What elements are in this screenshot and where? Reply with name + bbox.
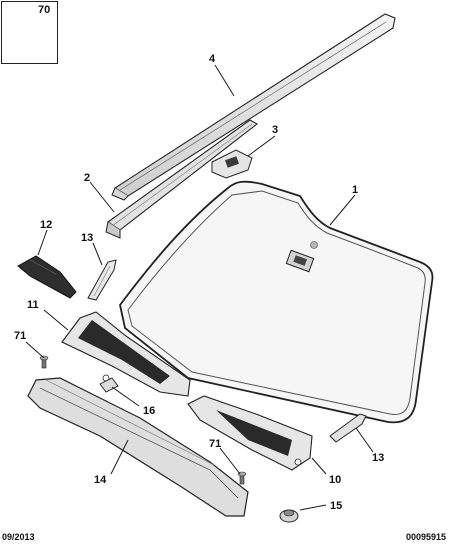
callout-3: 3 xyxy=(272,124,279,136)
callout-12: 12 xyxy=(40,219,53,231)
cross-member-part-14 xyxy=(27,377,249,517)
callout-13-right: 13 xyxy=(372,452,385,464)
callout-70: 70 xyxy=(38,4,51,16)
clip-part-13-right xyxy=(329,413,367,443)
grommet-part-15 xyxy=(279,509,299,523)
callout-1: 1 xyxy=(352,184,359,196)
bracket-part-3 xyxy=(211,149,253,179)
seal-part-13-left xyxy=(87,259,117,301)
callout-15: 15 xyxy=(330,500,343,512)
callout-16: 16 xyxy=(143,405,156,417)
callout-71-right: 71 xyxy=(209,438,222,450)
side-panel-part-12 xyxy=(17,255,77,299)
callout-13-left: 13 xyxy=(81,232,94,244)
lower-rail-part-2 xyxy=(105,119,258,239)
callout-4: 4 xyxy=(209,53,216,65)
callout-10: 10 xyxy=(329,474,342,486)
inset-frame xyxy=(1,1,58,64)
scuttle-panel-left-part-11 xyxy=(61,311,191,397)
upper-rail-part-4 xyxy=(111,13,396,201)
callout-11: 11 xyxy=(27,299,39,311)
screw-part-71-right xyxy=(237,471,247,485)
scuttle-panel-right-part-10 xyxy=(187,395,313,471)
windscreen-part-1 xyxy=(119,180,434,424)
callout-2: 2 xyxy=(84,172,91,184)
footer-date: 09/2013 xyxy=(2,532,35,542)
leader-lines xyxy=(25,64,374,511)
clip-part-16 xyxy=(99,377,119,393)
callout-71-left: 71 xyxy=(14,330,27,342)
callout-14: 14 xyxy=(94,474,107,486)
footer-reference: 00095915 xyxy=(405,532,446,542)
